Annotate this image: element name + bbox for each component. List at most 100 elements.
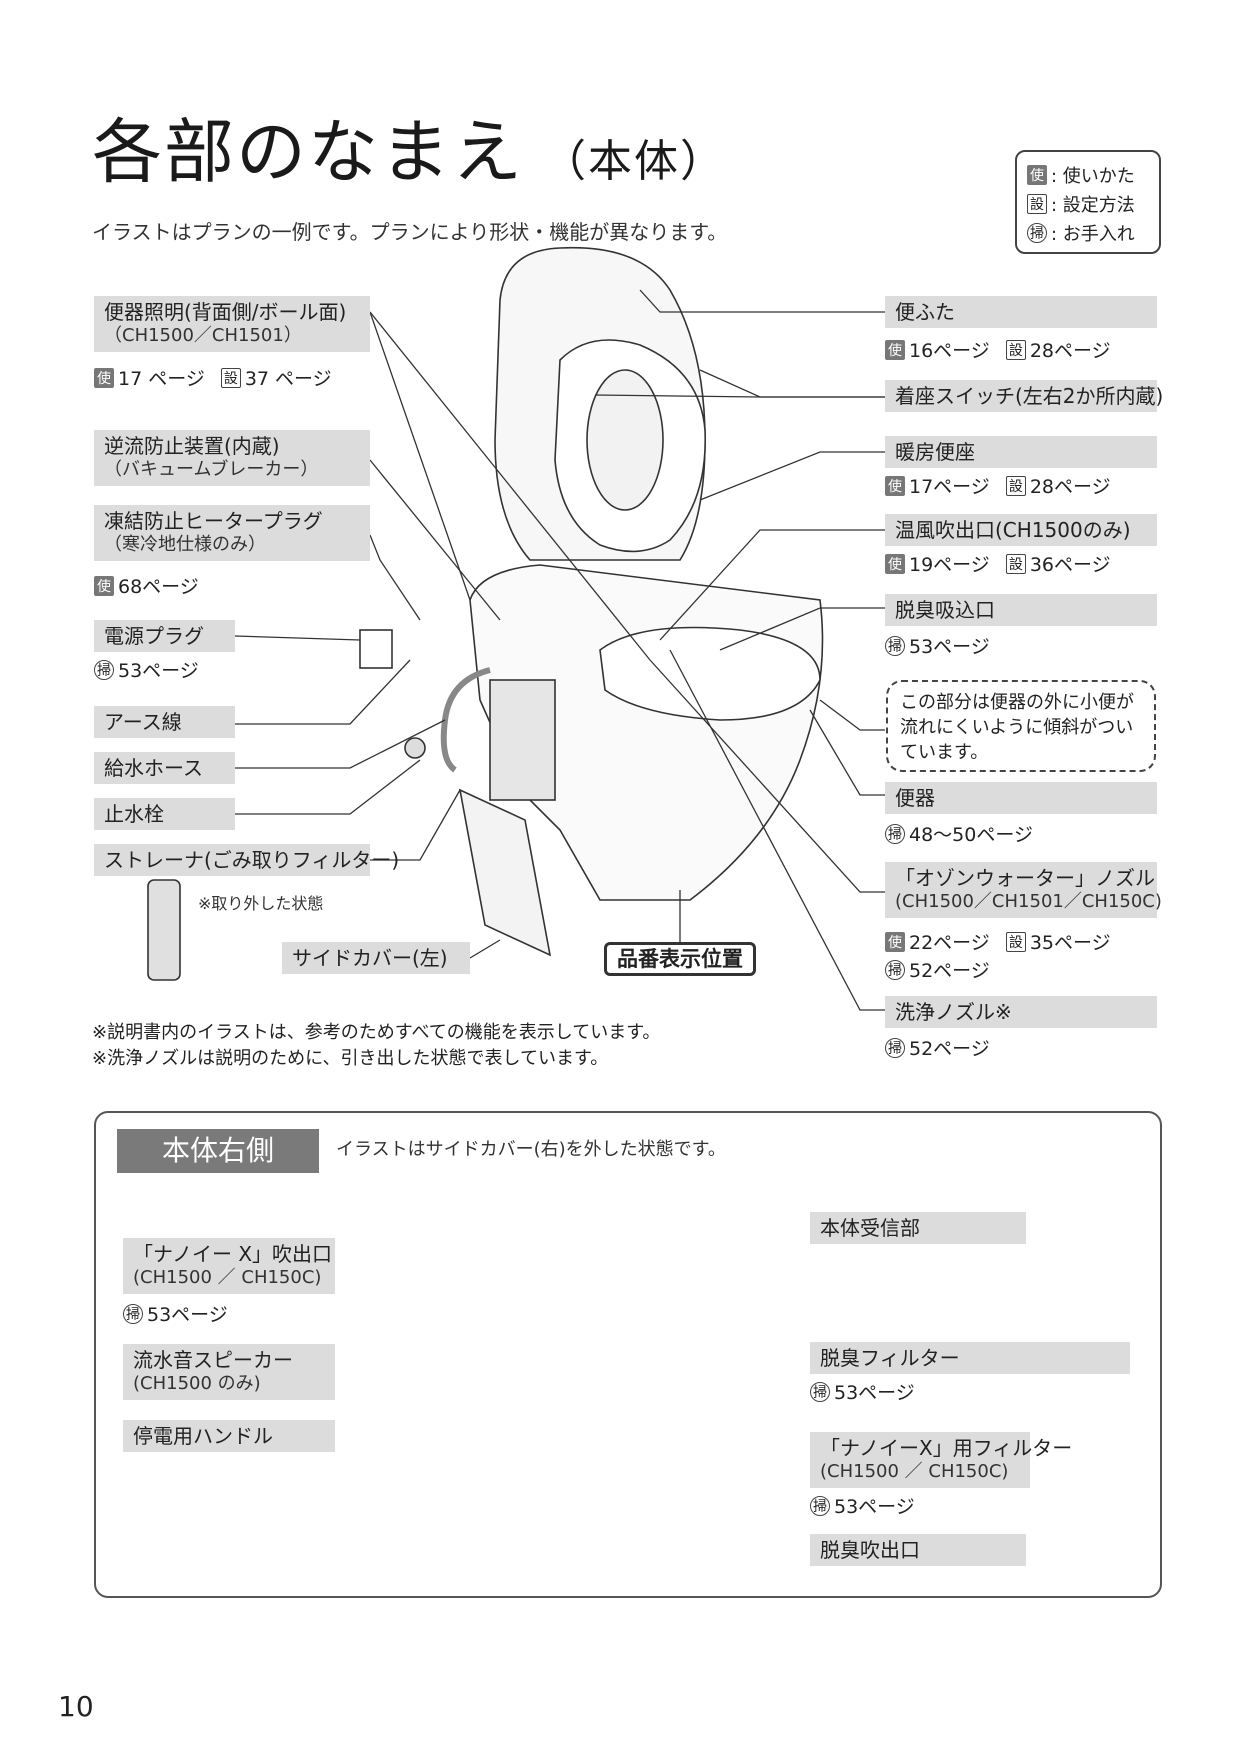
label-backflow: 逆流防止装置(内蔵) （バキュームブレーカー） bbox=[94, 430, 370, 486]
ref-page[interactable]: 28ページ bbox=[1029, 476, 1111, 498]
label-warm-air: 温風吹出口(CH1500のみ) bbox=[885, 514, 1157, 546]
use-icon: 使 bbox=[885, 553, 905, 574]
side-access bbox=[489, 679, 556, 801]
label-bowl-light: 便器照明(背面側/ボール面) （CH1500／CH1501） bbox=[94, 296, 370, 352]
legend-text: : 使いかた bbox=[1051, 166, 1135, 187]
seat-opening bbox=[586, 369, 664, 511]
side-cover-shape bbox=[458, 788, 552, 957]
label-bowl: 便器 bbox=[885, 782, 1157, 814]
label-deodor-outlet: 脱臭吹出口 bbox=[810, 1534, 1026, 1566]
use-icon: 使 bbox=[94, 575, 114, 596]
ref-page[interactable]: 17 ページ bbox=[118, 368, 205, 390]
ref-page[interactable]: 37 ページ bbox=[244, 368, 332, 390]
part-number-location: 品番表示位置 bbox=[604, 942, 756, 976]
legend-text: : 設定方法 bbox=[1051, 195, 1135, 216]
removed-note: ※取り外した状態 bbox=[198, 894, 324, 913]
footnote-2: ※洗浄ノズルは説明のために、引き出した状態で表しています。 bbox=[92, 1048, 609, 1069]
ref-page[interactable]: 28ページ bbox=[1029, 340, 1111, 362]
ref-page[interactable]: 19ページ bbox=[909, 554, 990, 576]
ref-page[interactable]: 53ページ bbox=[909, 636, 990, 658]
ref-page[interactable]: 16ページ bbox=[909, 340, 990, 362]
care-icon: 掃 bbox=[885, 635, 905, 656]
label-title: 便器照明(背面側/ボール面) bbox=[104, 300, 347, 324]
label-strainer: ストレーナ(ごみ取りフィルター) bbox=[94, 844, 399, 876]
settings-icon: 設 bbox=[1005, 339, 1026, 360]
label-wash-nozzle: 洗浄ノズル※ bbox=[885, 996, 1157, 1028]
care-icon: 掃 bbox=[885, 1037, 905, 1058]
use-icon: 使 bbox=[885, 931, 905, 952]
label-nanoe-outlet: 「ナノイー X」吹出口 (CH1500 ／ CH150C) bbox=[123, 1238, 335, 1294]
title-suffix: （本体） bbox=[542, 136, 726, 187]
legend-row-use: 使: 使いかた bbox=[1027, 162, 1135, 188]
right-side-title: 本体右側 bbox=[117, 1129, 319, 1173]
ref-page[interactable]: 68ページ bbox=[118, 576, 199, 598]
ref-page[interactable]: 22ページ bbox=[909, 932, 990, 954]
label-earth: アース線 bbox=[94, 706, 235, 738]
page-number: 10 bbox=[58, 1690, 94, 1723]
label-sub: （寒冷地仕様のみ） bbox=[104, 534, 266, 555]
care-icon: 掃 bbox=[123, 1303, 143, 1324]
care-icon: 掃 bbox=[810, 1495, 830, 1516]
use-icon: 使 bbox=[1027, 165, 1047, 185]
label-deodor-filter: 脱臭フィルター bbox=[810, 1342, 1130, 1374]
care-icon: 掃 bbox=[1027, 223, 1047, 243]
wall-socket bbox=[359, 629, 393, 669]
care-icon: 掃 bbox=[885, 823, 905, 844]
label-title: 逆流防止装置(内蔵) bbox=[104, 434, 280, 458]
settings-icon: 設 bbox=[1005, 553, 1026, 574]
label-receiver: 本体受信部 bbox=[810, 1212, 1026, 1244]
label-title: 流水音スピーカー bbox=[133, 1348, 293, 1372]
page-subtitle: イラストはプランの一例です。プランにより形状・機能が異なります。 bbox=[92, 220, 728, 244]
ref-page[interactable]: 53ページ bbox=[834, 1496, 915, 1518]
settings-icon: 設 bbox=[1027, 194, 1047, 214]
legend-text: : お手入れ bbox=[1051, 224, 1135, 245]
label-title: 凍結防止ヒータープラグ bbox=[104, 509, 323, 533]
care-icon: 掃 bbox=[94, 659, 114, 680]
ref-page[interactable]: 52ページ bbox=[909, 1038, 990, 1060]
label-side-cover: サイドカバー(左) bbox=[282, 942, 470, 974]
ref-page[interactable]: 53ページ bbox=[118, 660, 199, 682]
care-icon: 掃 bbox=[810, 1381, 830, 1402]
bowl-rim bbox=[599, 626, 821, 721]
label-antifreeze: 凍結防止ヒータープラグ （寒冷地仕様のみ） bbox=[94, 505, 370, 561]
ref-page[interactable]: 53ページ bbox=[147, 1304, 228, 1326]
label-water-hose: 給水ホース bbox=[94, 752, 235, 784]
label-lid: 便ふた bbox=[885, 296, 1157, 328]
label-deodor-intake: 脱臭吸込口 bbox=[885, 594, 1157, 626]
use-icon: 使 bbox=[885, 475, 905, 496]
hose-shape bbox=[440, 667, 491, 773]
legend-row-settings: 設: 設定方法 bbox=[1027, 191, 1135, 217]
label-sub: (CH1500 のみ) bbox=[133, 1373, 261, 1394]
ref-page[interactable]: 36ページ bbox=[1029, 554, 1111, 576]
strainer-shape bbox=[147, 879, 181, 981]
ref-page[interactable]: 17ページ bbox=[909, 476, 990, 498]
care-icon: 掃 bbox=[885, 959, 905, 980]
slope-note: この部分は便器の外に小便が流れにくいように傾斜がついています。 bbox=[886, 680, 1156, 772]
ref-page[interactable]: 48〜50ページ bbox=[909, 824, 1033, 846]
ref-page[interactable]: 52ページ bbox=[909, 960, 990, 982]
stop-valve-shape bbox=[404, 737, 426, 759]
footnote-1: ※説明書内のイラストは、参考のためすべての機能を表示しています。 bbox=[92, 1022, 661, 1043]
settings-icon: 設 bbox=[220, 367, 241, 388]
right-side-desc: イラストはサイドカバー(右)を外した状態です。 bbox=[336, 1139, 726, 1160]
label-title: 「ナノイー X」吹出口 bbox=[133, 1242, 333, 1266]
ref-page[interactable]: 35ページ bbox=[1029, 932, 1111, 954]
label-ozone-nozzle: 「オゾンウォーター」ノズル (CH1500／CH1501／CH150C) bbox=[885, 862, 1162, 918]
ref-page[interactable]: 53ページ bbox=[834, 1382, 915, 1404]
label-sub: (CH1500 ／ CH150C) bbox=[133, 1267, 322, 1288]
label-sub: （CH1500／CH1501） bbox=[104, 325, 302, 346]
page-title: 各部のなまえ（本体） bbox=[92, 96, 726, 197]
